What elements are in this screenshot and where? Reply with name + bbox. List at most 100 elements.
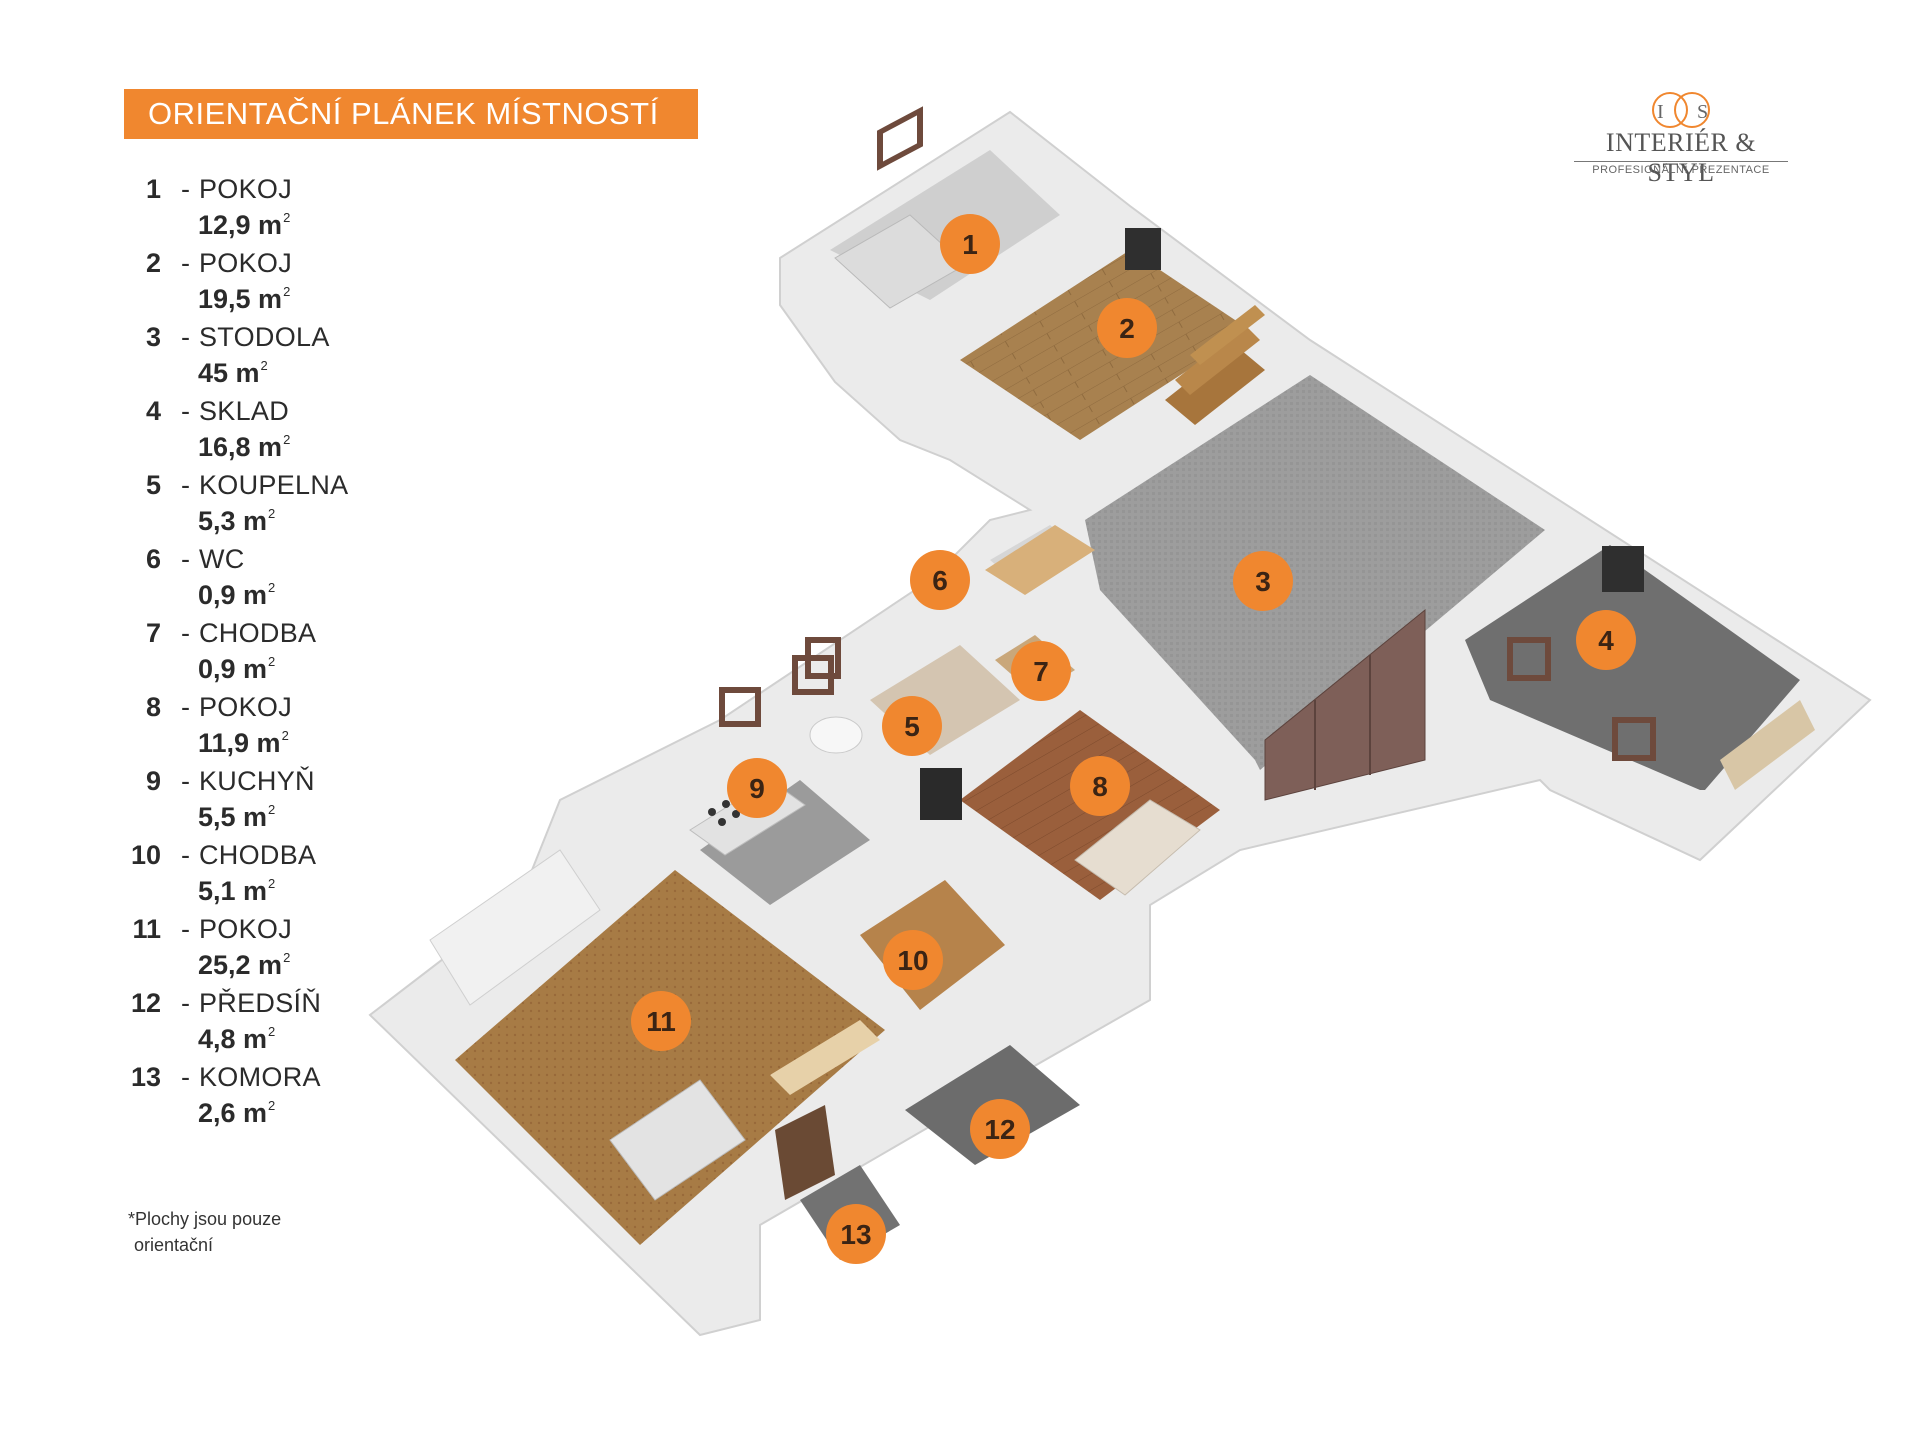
footnote-line: *Plochy jsou pouze	[128, 1209, 282, 1229]
legend-item: 9 - KUCHYŇ 5,5 m2	[124, 764, 484, 838]
legend-room-name: STODOLA	[199, 322, 330, 352]
room-marker-label: 10	[897, 945, 928, 976]
legend-room-name: POKOJ	[199, 914, 293, 944]
legend-item: 6 - WC 0,9 m2	[124, 542, 484, 616]
sofa-icon	[1074, 799, 1201, 896]
legend-room-area: 25,2 m2	[198, 950, 291, 980]
legend-dash: -	[181, 1062, 190, 1092]
room-marker-label: 1	[962, 229, 978, 260]
legend-room-area: 5,3 m2	[198, 506, 276, 536]
logo-tagline: PROFESIONÁLNÍ PREZENTACE	[1592, 164, 1770, 176]
room-marker: 10	[883, 930, 943, 990]
room-marker-label: 2	[1119, 313, 1135, 344]
legend-dash: -	[181, 174, 190, 204]
room-marker-label: 12	[984, 1114, 1015, 1145]
legend-dash: -	[181, 618, 190, 648]
page-title: ORIENTAČNÍ PLÁNEK MÍSTNOSTÍ	[148, 96, 659, 131]
room-marker-label: 9	[749, 773, 765, 804]
legend-room-area: 2,6 m2	[198, 1098, 276, 1128]
room-marker: 4	[1576, 610, 1636, 670]
room-marker: 12	[970, 1099, 1030, 1159]
legend-room-number: 7	[145, 618, 161, 648]
desk-icon	[770, 1020, 880, 1095]
logo-monogram-right: S	[1697, 101, 1708, 123]
legend-room-number: 10	[130, 840, 161, 870]
legend-dash: -	[181, 322, 190, 352]
legend-room-number: 13	[130, 1062, 161, 1092]
room-marker: 9	[727, 758, 787, 818]
logo-divider	[1574, 161, 1788, 162]
legend-room-name: WC	[199, 544, 245, 574]
window-icons	[719, 106, 1656, 761]
room-marker: 7	[1011, 641, 1071, 701]
legend-item: 8 - POKOJ 11,9 m2	[124, 690, 484, 764]
legend-room-area: 12,9 m2	[198, 210, 291, 240]
legend-room-number: 1	[145, 174, 161, 204]
bed-icon	[609, 1079, 746, 1201]
legend-room-number: 9	[145, 766, 161, 796]
logo-name: INTERIÉR & STYL	[1605, 128, 1757, 187]
legend-item: 2 - POKOJ 19,5 m2	[124, 246, 484, 320]
shelf-icon	[1720, 700, 1815, 790]
legend-room-name: POKOJ	[199, 692, 293, 722]
legend-dash: -	[181, 988, 190, 1018]
footnote: *Plochy jsou pouze orientační	[128, 1206, 328, 1258]
stairs-icon	[1165, 305, 1265, 425]
legend-room-name: CHODBA	[199, 618, 317, 648]
room-marker-label: 8	[1092, 771, 1108, 802]
room-marker: 3	[1233, 551, 1293, 611]
legend-dash: -	[181, 766, 190, 796]
legend-room-number: 6	[145, 544, 161, 574]
legend-room-area: 16,8 m2	[198, 432, 291, 462]
legend-room-area: 11,9 m2	[198, 728, 289, 758]
legend-item: 12 - PŘEDSÍŇ 4,8 m2	[124, 986, 484, 1060]
legend-room-name: POKOJ	[199, 248, 293, 278]
room-marker-label: 13	[840, 1219, 871, 1250]
room-marker: 13	[826, 1204, 886, 1264]
stove-icon	[1125, 228, 1161, 270]
legend-room-name: PŘEDSÍŇ	[199, 988, 322, 1018]
legend-room-area: 0,9 m2	[198, 654, 276, 684]
room-marker-label: 5	[904, 711, 920, 742]
legend-dash: -	[181, 470, 190, 500]
legend-dash: -	[181, 396, 190, 426]
room-4-floor	[1465, 545, 1800, 790]
stove-icon	[1602, 546, 1644, 592]
legend-room-number: 2	[145, 248, 161, 278]
room-marker-label: 4	[1598, 625, 1614, 656]
legend-room-area: 4,8 m2	[198, 1024, 276, 1054]
legend-room-number: 3	[145, 322, 161, 352]
legend-dash: -	[181, 544, 190, 574]
legend-room-number: 11	[132, 914, 161, 944]
legend-room-number: 4	[145, 396, 161, 426]
footnote-line: orientační	[134, 1235, 214, 1255]
legend-room-name: POKOJ	[199, 174, 293, 204]
legend-room-name: KOUPELNA	[199, 470, 349, 500]
room-markers: 1 2 3 4 5 6 7 8 9 10 11 12 13	[631, 214, 1636, 1264]
legend-item: 4 - SKLAD 16,8 m2	[124, 394, 484, 468]
company-logo: I S INTERIÉR & STYL PROFESIONÁLNÍ PREZEN…	[1570, 88, 1792, 187]
legend-item: 10 - CHODBA 5,1 m2	[124, 838, 484, 912]
shelf-icon	[775, 1105, 835, 1200]
legend-item: 7 - CHODBA 0,9 m2	[124, 616, 484, 690]
legend-room-name: SKLAD	[199, 396, 290, 426]
legend-item: 1 - POKOJ 12,9 m2	[124, 172, 484, 246]
room-marker: 5	[882, 696, 942, 756]
legend-room-area: 5,1 m2	[198, 876, 276, 906]
room-marker: 11	[631, 991, 691, 1051]
table-icon	[985, 525, 1095, 595]
legend-room-area: 5,5 m2	[198, 802, 276, 832]
legend-room-number: 8	[145, 692, 161, 722]
title-banner: ORIENTAČNÍ PLÁNEK MÍSTNOSTÍ	[124, 89, 698, 139]
legend-item: 13 - KOMORA 2,6 m2	[124, 1060, 484, 1134]
room-marker-label: 7	[1033, 656, 1049, 687]
legend-item: 3 - STODOLA 45 m2	[124, 320, 484, 394]
logo-monogram-left: I	[1657, 101, 1664, 123]
legend-room-name: KUCHYŇ	[199, 766, 315, 796]
room-9-floor	[700, 780, 870, 905]
room-legend: 1 - POKOJ 12,9 m2 2 - POKOJ 19,5 m2 3 - …	[124, 172, 484, 1134]
room-3-floor	[1085, 375, 1545, 770]
legend-room-name: CHODBA	[199, 840, 317, 870]
legend-dash: -	[181, 840, 190, 870]
room-marker-label: 6	[932, 565, 948, 596]
